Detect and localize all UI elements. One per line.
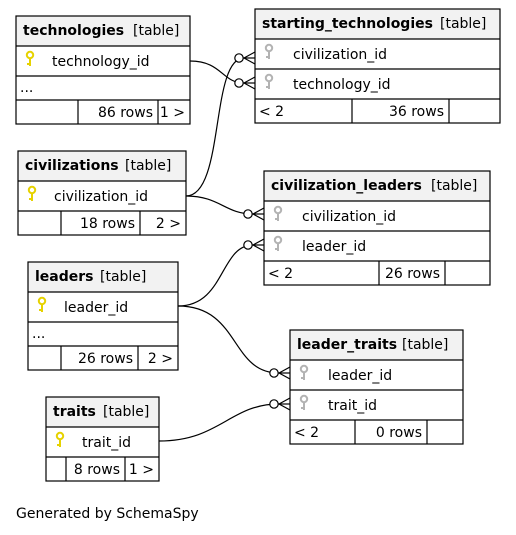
edge-trait-id [158,403,280,442]
crows-foot-marker [243,207,265,221]
foreign-key-icon [273,235,283,251]
table-border [45,396,160,482]
table-name: starting_technologies [262,16,433,32]
edge-leader-id-civ [177,244,254,307]
table-name: traits [53,404,96,420]
table-border [254,8,501,124]
column-row[interactable]: trait_id [290,389,463,414]
table-traits[interactable]: traits [table] trait_id 8 rows 1 > [45,396,160,482]
crows-foot-marker [234,76,256,90]
more-columns: ... [32,326,45,342]
table-tag: [table] [103,404,149,420]
table-civilization-leaders[interactable]: civilization_leaders [table] civilization_… [263,170,491,286]
table-header [18,151,186,181]
table-tag: [table] [100,269,146,285]
edge-civilization-id-leaders [185,195,254,215]
column-name: trait_id [82,435,131,451]
generated-by-footer: Generated by SchemaSpy [16,506,199,522]
column-name: leader_id [302,239,366,255]
column-row[interactable]: civilization_id [264,200,490,225]
table-tag: [table] [431,178,477,194]
table-name: leaders [35,269,94,285]
column-name: civilization_id [293,47,387,63]
foreign-key-icon [299,394,309,410]
table-name: leader_traits [297,337,397,353]
tables-layer: technologies [table] technology_id... 86 ro… [15,8,501,482]
primary-key-icon [25,50,35,66]
parent-count: < 2 [268,266,293,282]
column-row[interactable]: leader_id [264,230,490,255]
primary-key-icon [27,185,37,201]
table-border [27,261,179,371]
table-leader-traits[interactable]: leader_traits [table] leader_id trait_id < 2… [289,329,464,445]
column-name: technology_id [293,77,391,93]
child-count: 2 > [156,216,181,232]
table-header [290,330,463,360]
row-count: 36 rows [389,104,444,120]
table-technologies[interactable]: technologies [table] technology_id... 86 ro… [15,15,191,125]
primary-key-icon [55,431,65,447]
column-row[interactable]: civilization_id [255,38,500,63]
column-row[interactable]: technology_id [255,68,500,93]
table-border [15,15,191,125]
column-name: civilization_id [302,209,396,225]
crows-foot-marker [269,366,291,380]
table-header [16,16,190,46]
table-header [264,171,490,201]
table-header [255,9,500,39]
foreign-key-icon [264,73,274,89]
parent-count: < 2 [259,104,284,120]
table-name: technologies [23,23,124,39]
child-count: 1 > [160,105,185,121]
edge-civilization-id-starting [185,57,245,197]
row-count: 26 rows [385,266,440,282]
child-count: 2 > [148,351,173,367]
relationship-edges [158,51,291,442]
table-civilizations[interactable]: civilizations [table] civilization_id 18 ro… [17,150,187,236]
parent-count: < 2 [294,425,319,441]
column-name: trait_id [328,398,377,414]
column-row[interactable]: civilization_id [18,180,186,205]
foreign-key-icon [273,205,283,221]
table-border [263,170,491,286]
child-count: 1 > [129,462,154,478]
foreign-key-icon [264,43,274,59]
column-row[interactable]: leader_id [28,291,178,316]
row-count: 26 rows [78,351,133,367]
column-row[interactable]: leader_id [290,359,463,384]
row-count: 0 rows [376,425,422,441]
primary-key-icon [37,296,47,312]
crows-foot-marker [269,397,291,411]
row-count: 8 rows [74,462,120,478]
column-name: leader_id [328,368,392,384]
table-tag: [table] [440,16,486,32]
column-name: civilization_id [54,189,148,205]
foreign-key-icon [299,364,309,380]
table-name: civilizations [25,158,119,174]
table-leaders[interactable]: leaders [table] leader_id... 26 rows 2 > [27,261,179,371]
column-row[interactable]: technology_id [16,45,190,70]
row-count: 18 rows [80,216,135,232]
column-name: leader_id [64,300,128,316]
table-tag: [table] [133,23,179,39]
edge-leader-id-traits [177,305,280,374]
table-tag: [table] [125,158,171,174]
crows-foot-marker [243,238,265,252]
row-count: 86 rows [98,105,153,121]
table-header [28,262,178,292]
table-name: civilization_leaders [271,178,422,194]
column-name: technology_id [52,54,150,70]
table-tag: [table] [402,337,448,353]
crows-foot-marker [234,51,256,65]
table-border [17,150,187,236]
column-row[interactable]: trait_id [46,426,159,451]
table-border [289,329,464,445]
more-columns: ... [20,80,33,96]
table-header [46,397,159,427]
table-starting-technologies[interactable]: starting_technologies [table] civilization… [254,8,501,124]
